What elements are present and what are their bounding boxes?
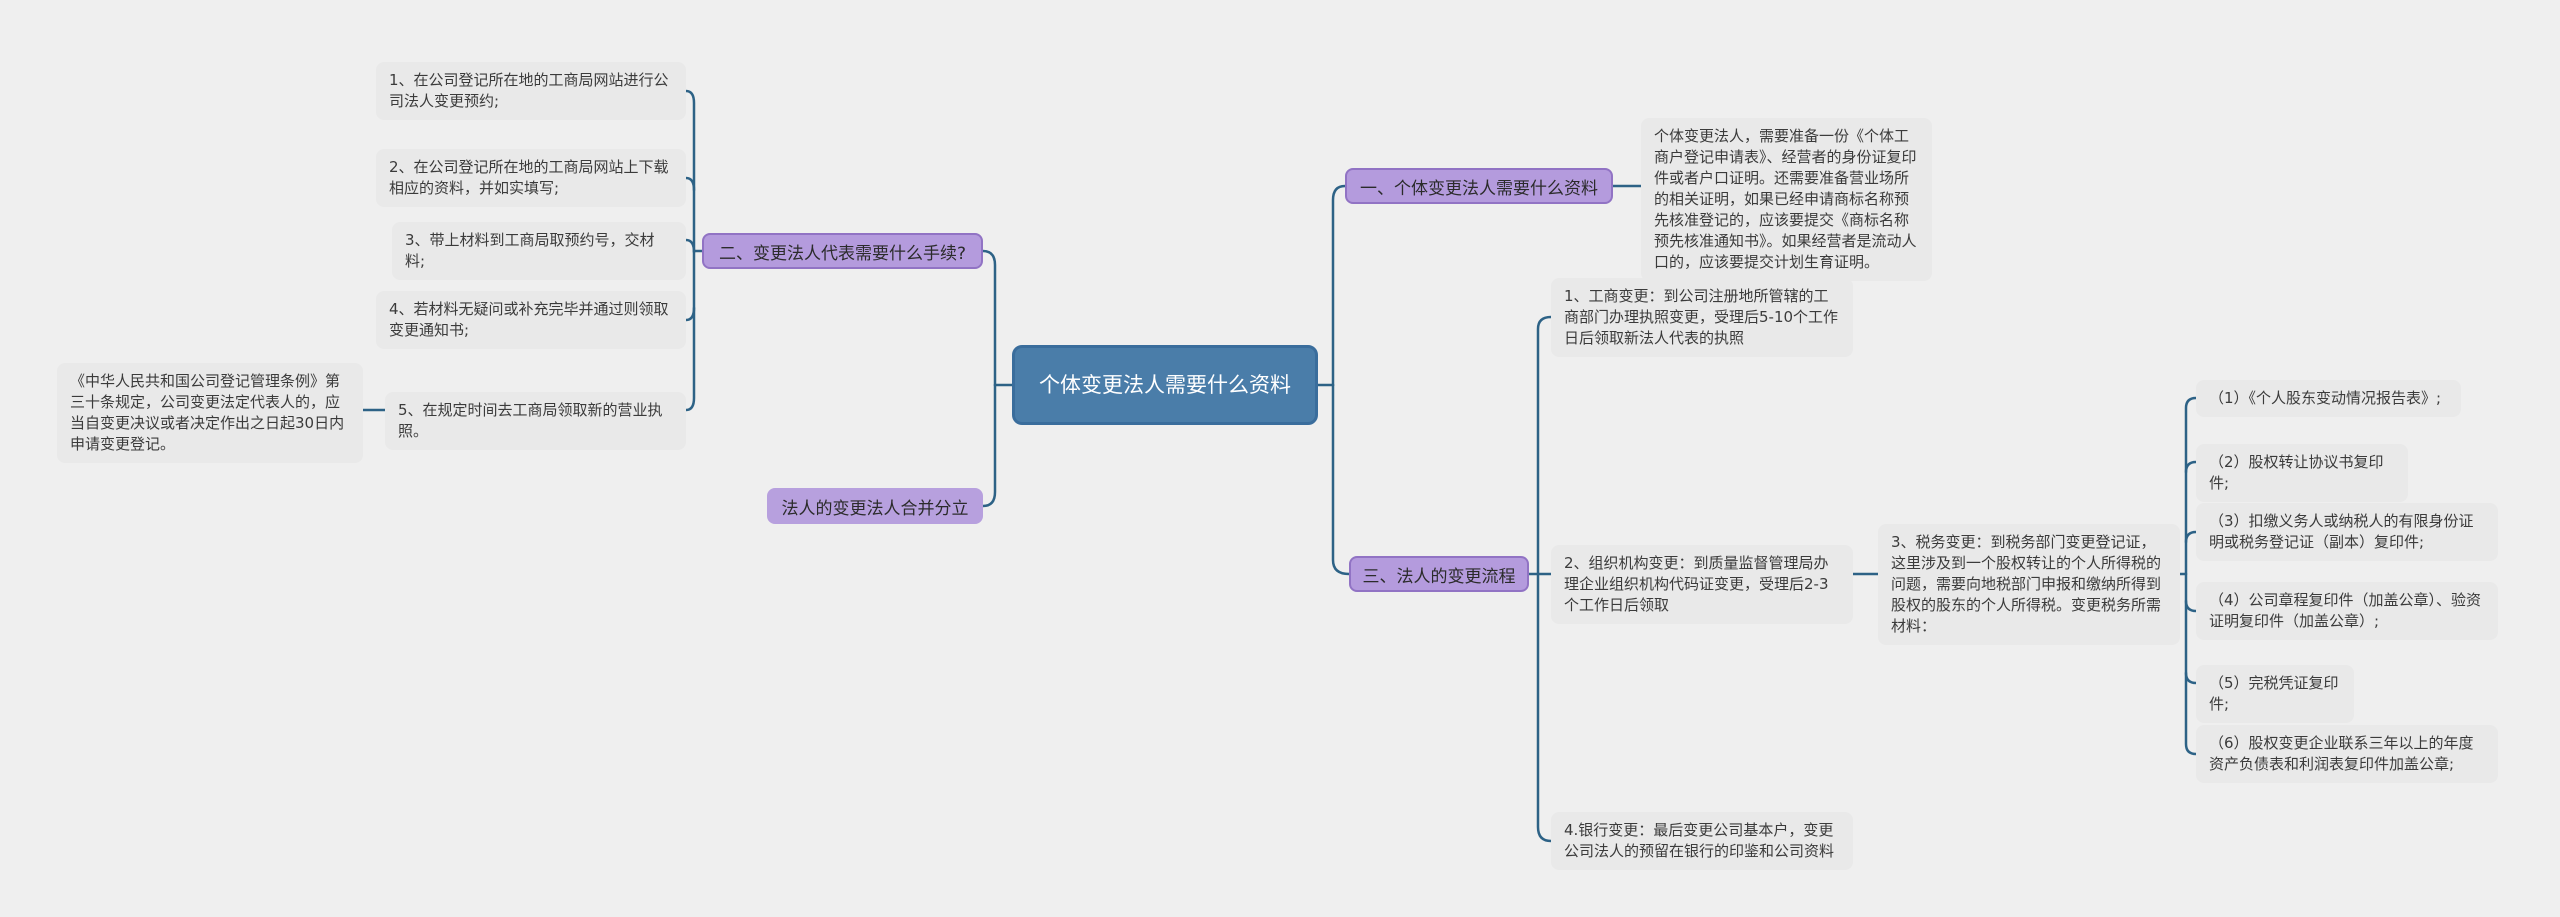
tax-material-5[interactable]: （5）完税凭证复印件; [2196,665,2354,723]
branch-3-step-2[interactable]: 2、组织机构变更：到质量监督管理局办理企业组织机构代码证变更，受理后2-3个工作… [1551,545,1853,624]
connector-tax-hook-4 [2184,599,2198,613]
tax-material-1[interactable]: （1）《个人股东变动情况报告表》; [2196,380,2461,417]
branch-2-topic[interactable]: 二、变更法人代表需要什么手续? [702,233,983,269]
branch-3-step-1[interactable]: 1、工商变更：到公司注册地所管辖的工商部门办理执照变更，受理后5-10个工作日后… [1551,278,1853,357]
tax-material-4[interactable]: （4）公司章程复印件（加盖公章）、验资证明复印件（加盖公章）; [2196,582,2498,640]
branch-2-step-4[interactable]: 4、若材料无疑问或补充完毕并通过则领取变更通知书; [376,291,686,349]
branch-2-step-2[interactable]: 2、在公司登记所在地的工商局网站上下载相应的资料，并如实填写; [376,149,686,207]
connector-left-hook-step4 [684,306,696,322]
connector-right-bracket [1536,315,1553,843]
root-topic[interactable]: 个体变更法人需要什么资料 [1012,345,1318,425]
branch-1-note[interactable]: 个体变更法人，需要准备一份《个体工商户登记申请表》、经营者的身份证复印件或者户口… [1641,118,1932,281]
branch-2-step-1[interactable]: 1、在公司登记所在地的工商局网站进行公司法人变更预约; [376,62,686,120]
connector-right-up-branch1 [1331,184,1347,387]
connector-left-hook-step2 [684,176,696,192]
law-note[interactable]: 《中华人民共和国公司登记管理条例》第三十条规定，公司变更法定代表人的，应当自变更… [57,363,363,463]
connector-left-down-merge [981,383,997,508]
branch-3-step-3[interactable]: 3、税务变更：到税务部门变更登记证，这里涉及到一个股权转让的个人所得税的问题，需… [1878,524,2180,645]
connector-left-up-branch2 [981,249,997,387]
branch-3-step-4[interactable]: 4.银行变更：最后变更公司基本户，变更公司法人的预留在银行的印鉴和公司资料 [1551,812,1853,870]
branch-2-step-3[interactable]: 3、带上材料到工商局取预约号，交材料; [392,222,686,280]
tax-material-3[interactable]: （3）扣缴义务人或纳税人的有限身份证明或税务登记证（副本）复印件; [2196,503,2498,561]
tax-material-2[interactable]: （2）股权转让协议书复印件; [2196,444,2408,502]
connector-tax-bracket [2184,396,2198,756]
connector-tax-hook-2 [2184,460,2198,474]
connector-tax-hook-3 [2184,530,2198,544]
branch-2-step-5[interactable]: 5、在规定时间去工商局领取新的营业执照。 [385,392,686,450]
connector-right-down-branch3 [1331,383,1351,576]
merge-split-topic[interactable]: 法人的变更法人合并分立 [767,488,983,524]
tax-material-6[interactable]: （6）股权变更企业联系三年以上的年度资产负债表和利润表复印件加盖公章; [2196,725,2498,783]
branch-1-topic[interactable]: 一、个体变更法人需要什么资料 [1345,168,1613,204]
connector-tax-hook-5 [2184,671,2198,685]
connector-left-hook-step3 [684,238,696,254]
branch-3-topic[interactable]: 三、法人的变更流程 [1349,556,1529,592]
